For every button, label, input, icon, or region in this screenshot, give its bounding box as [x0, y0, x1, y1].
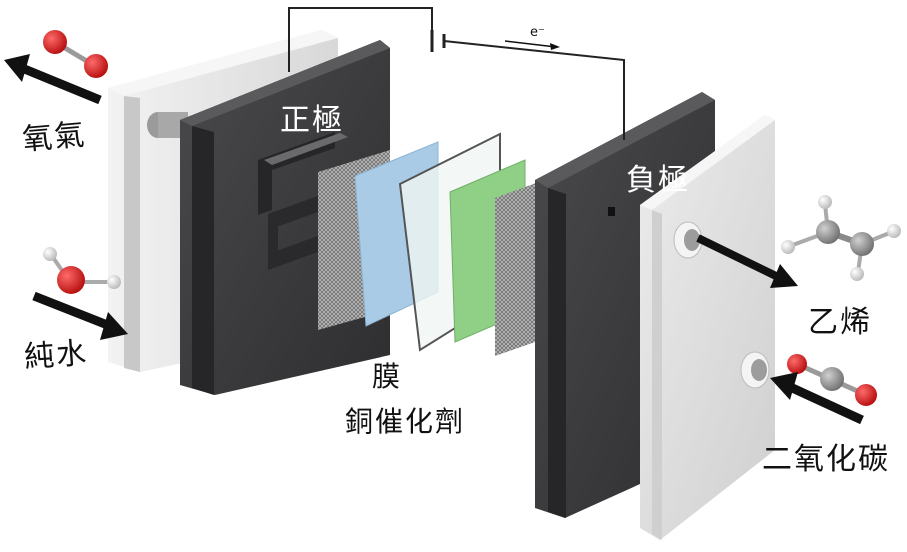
label-copper-catalyst: 銅催化劑: [345, 405, 466, 438]
co2-arrow: [770, 372, 864, 425]
oxygen-arrow: [4, 54, 102, 105]
label-pure-water: 純水: [23, 335, 90, 376]
co2-molecule-icon: [787, 354, 877, 406]
right-end-plate: [640, 115, 775, 540]
oxygen-molecule-icon: [43, 30, 108, 78]
water-arrow: [32, 291, 128, 340]
label-ethylene: 乙烯: [808, 305, 872, 340]
flow-channel: [258, 132, 348, 270]
water-molecule-icon: [43, 247, 121, 294]
label-membrane: 膜: [372, 360, 403, 393]
anode-plate: [180, 40, 390, 395]
label-cathode: 負極: [626, 163, 690, 198]
label-anode: 正極: [280, 103, 344, 138]
electron-arrow: [504, 40, 560, 50]
label-electron: e⁻: [530, 25, 545, 40]
label-co2: 二氧化碳: [762, 442, 890, 477]
label-oxygen: 氧氣: [20, 117, 88, 158]
ethylene-arrow: [696, 234, 798, 288]
circuit-wire: [288, 7, 625, 140]
ethylene-molecule-icon: [781, 195, 901, 281]
